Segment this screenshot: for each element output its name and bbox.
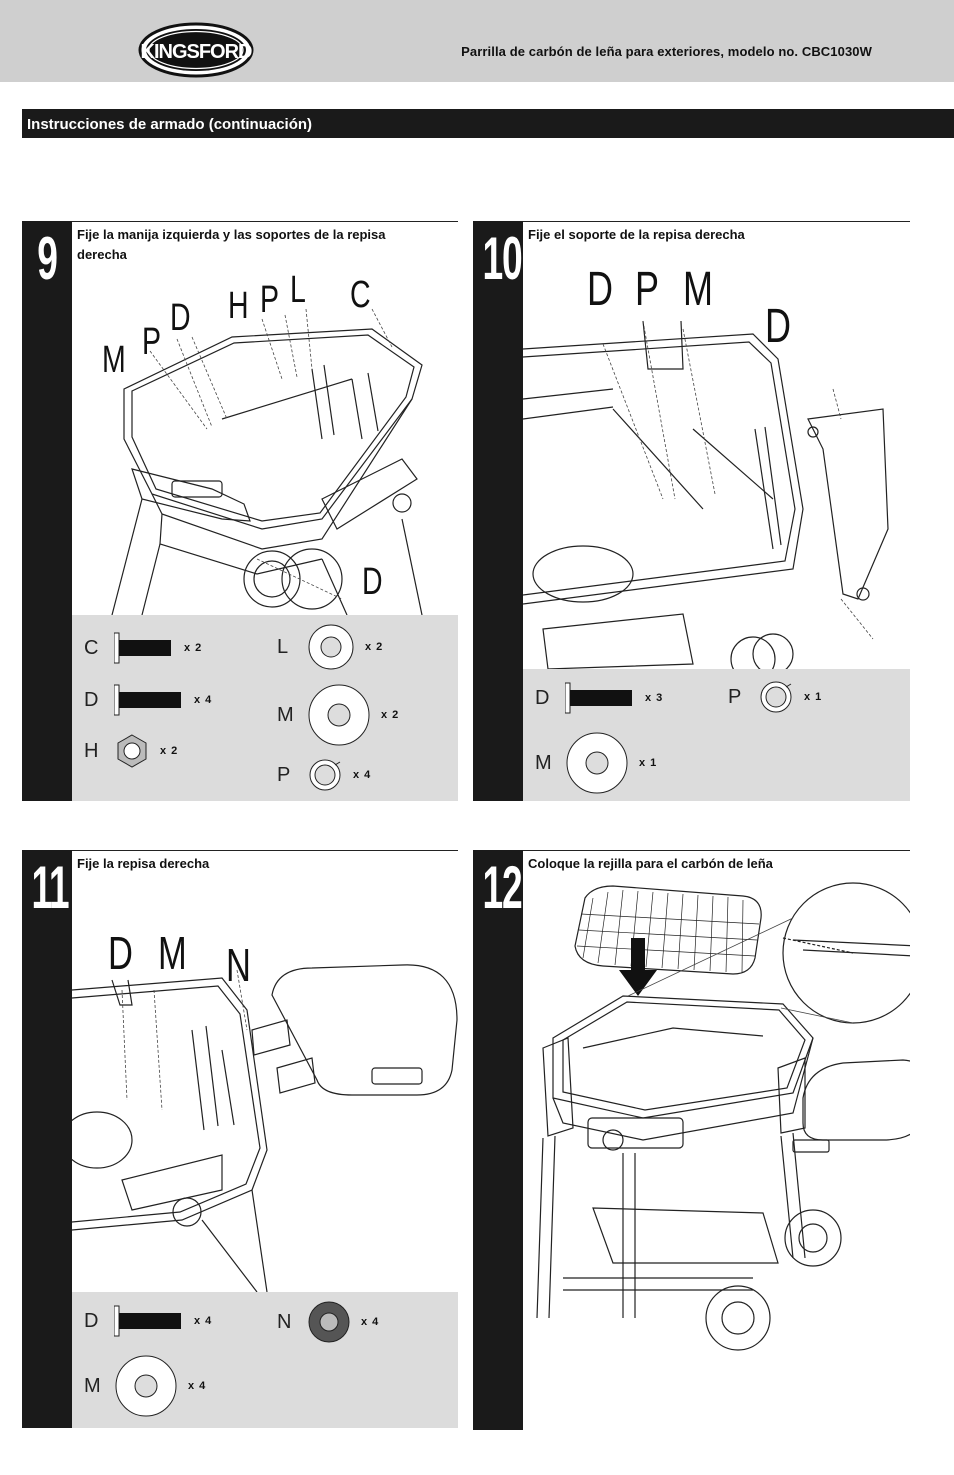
charcoal-grate-illustration <box>536 882 910 1351</box>
callout-d: D <box>765 300 792 353</box>
part-p: P x 1 <box>728 679 822 715</box>
parts-panel: C x 2 L x 2 D x 4 M x 2 H x 2 P x 4 <box>72 615 458 801</box>
rubber-washer-icon <box>308 1301 350 1343</box>
callout-d: D <box>587 263 614 316</box>
step-11: 11 Fije la repisa derecha D M N D x 4 <box>22 850 458 1428</box>
side-shelf-illustration <box>72 964 458 1292</box>
part-d: D x 3 <box>535 681 663 715</box>
part-l: L x 2 <box>277 623 383 671</box>
callout-h: H <box>228 285 249 327</box>
callout-p: P <box>142 321 162 363</box>
grill-bowl-illustration <box>111 308 423 615</box>
callout-m: M <box>102 339 126 381</box>
step-title: Coloque la rejilla para el carbón de leñ… <box>528 856 773 871</box>
callout-n: N <box>226 939 251 991</box>
step-title: Fije la manija izquierda y las soportes … <box>77 227 386 262</box>
parts-panel: D x 3 P x 1 M x 1 <box>523 669 910 801</box>
callout-d: D <box>108 927 133 979</box>
callout-m: M <box>683 263 713 316</box>
callout-p: P <box>635 263 660 316</box>
lock-washer-icon <box>309 759 341 791</box>
step-title: Fije el soporte de la repisa derecha <box>528 227 745 242</box>
header-title: Parrilla de carbón de leña para exterior… <box>461 44 872 59</box>
callout-d: D <box>170 297 191 339</box>
part-m: M x 1 <box>535 731 657 795</box>
part-c: C x 2 <box>84 631 202 665</box>
step-number: 9 <box>37 225 58 292</box>
section-title: Instrucciones de armado (continuación) <box>22 109 954 138</box>
part-m: M x 4 <box>84 1354 206 1418</box>
part-m: M x 2 <box>277 683 399 747</box>
callout-d: D <box>362 561 383 603</box>
large-washer-icon <box>115 1355 177 1417</box>
part-d: D x 4 <box>84 683 212 717</box>
part-d: D x 4 <box>84 1304 212 1338</box>
bolt-icon <box>114 1305 181 1337</box>
nut-icon <box>117 734 147 768</box>
callout-m: M <box>158 927 187 979</box>
grill-bracket-illustration <box>523 320 889 669</box>
bolt-icon <box>565 682 632 714</box>
step-9: 9 Fije la manija izquierda y las soporte… <box>22 221 458 801</box>
step-number: 12 <box>482 854 523 921</box>
large-washer-icon <box>308 684 370 746</box>
lock-washer-icon <box>760 681 792 713</box>
page-header: KINGSFORD Parrilla de carbón de leña par… <box>0 0 954 82</box>
bolt-icon <box>114 632 171 664</box>
part-p: P x 4 <box>277 757 371 793</box>
step-number: 10 <box>482 225 523 292</box>
step-10: 10 Fije el soporte de la repisa derecha … <box>473 221 910 801</box>
part-n: N x 4 <box>277 1300 379 1344</box>
svg-text:KINGSFORD: KINGSFORD <box>141 41 253 63</box>
callout-c: C <box>350 274 371 316</box>
step-12: 12 Coloque la rejilla para el carbón de … <box>473 850 910 1430</box>
small-washer-icon <box>308 624 354 670</box>
part-h: H x 2 <box>84 733 178 769</box>
parts-panel: D x 4 N x 4 M x 4 <box>72 1292 458 1428</box>
large-washer-icon <box>566 732 628 794</box>
callout-l: L <box>290 269 306 311</box>
step-number: 11 <box>31 854 70 921</box>
bolt-icon <box>114 684 181 716</box>
kingsford-logo: KINGSFORD <box>138 22 254 78</box>
step-title: Fije la repisa derecha <box>77 856 210 871</box>
callout-p: P <box>260 279 280 321</box>
